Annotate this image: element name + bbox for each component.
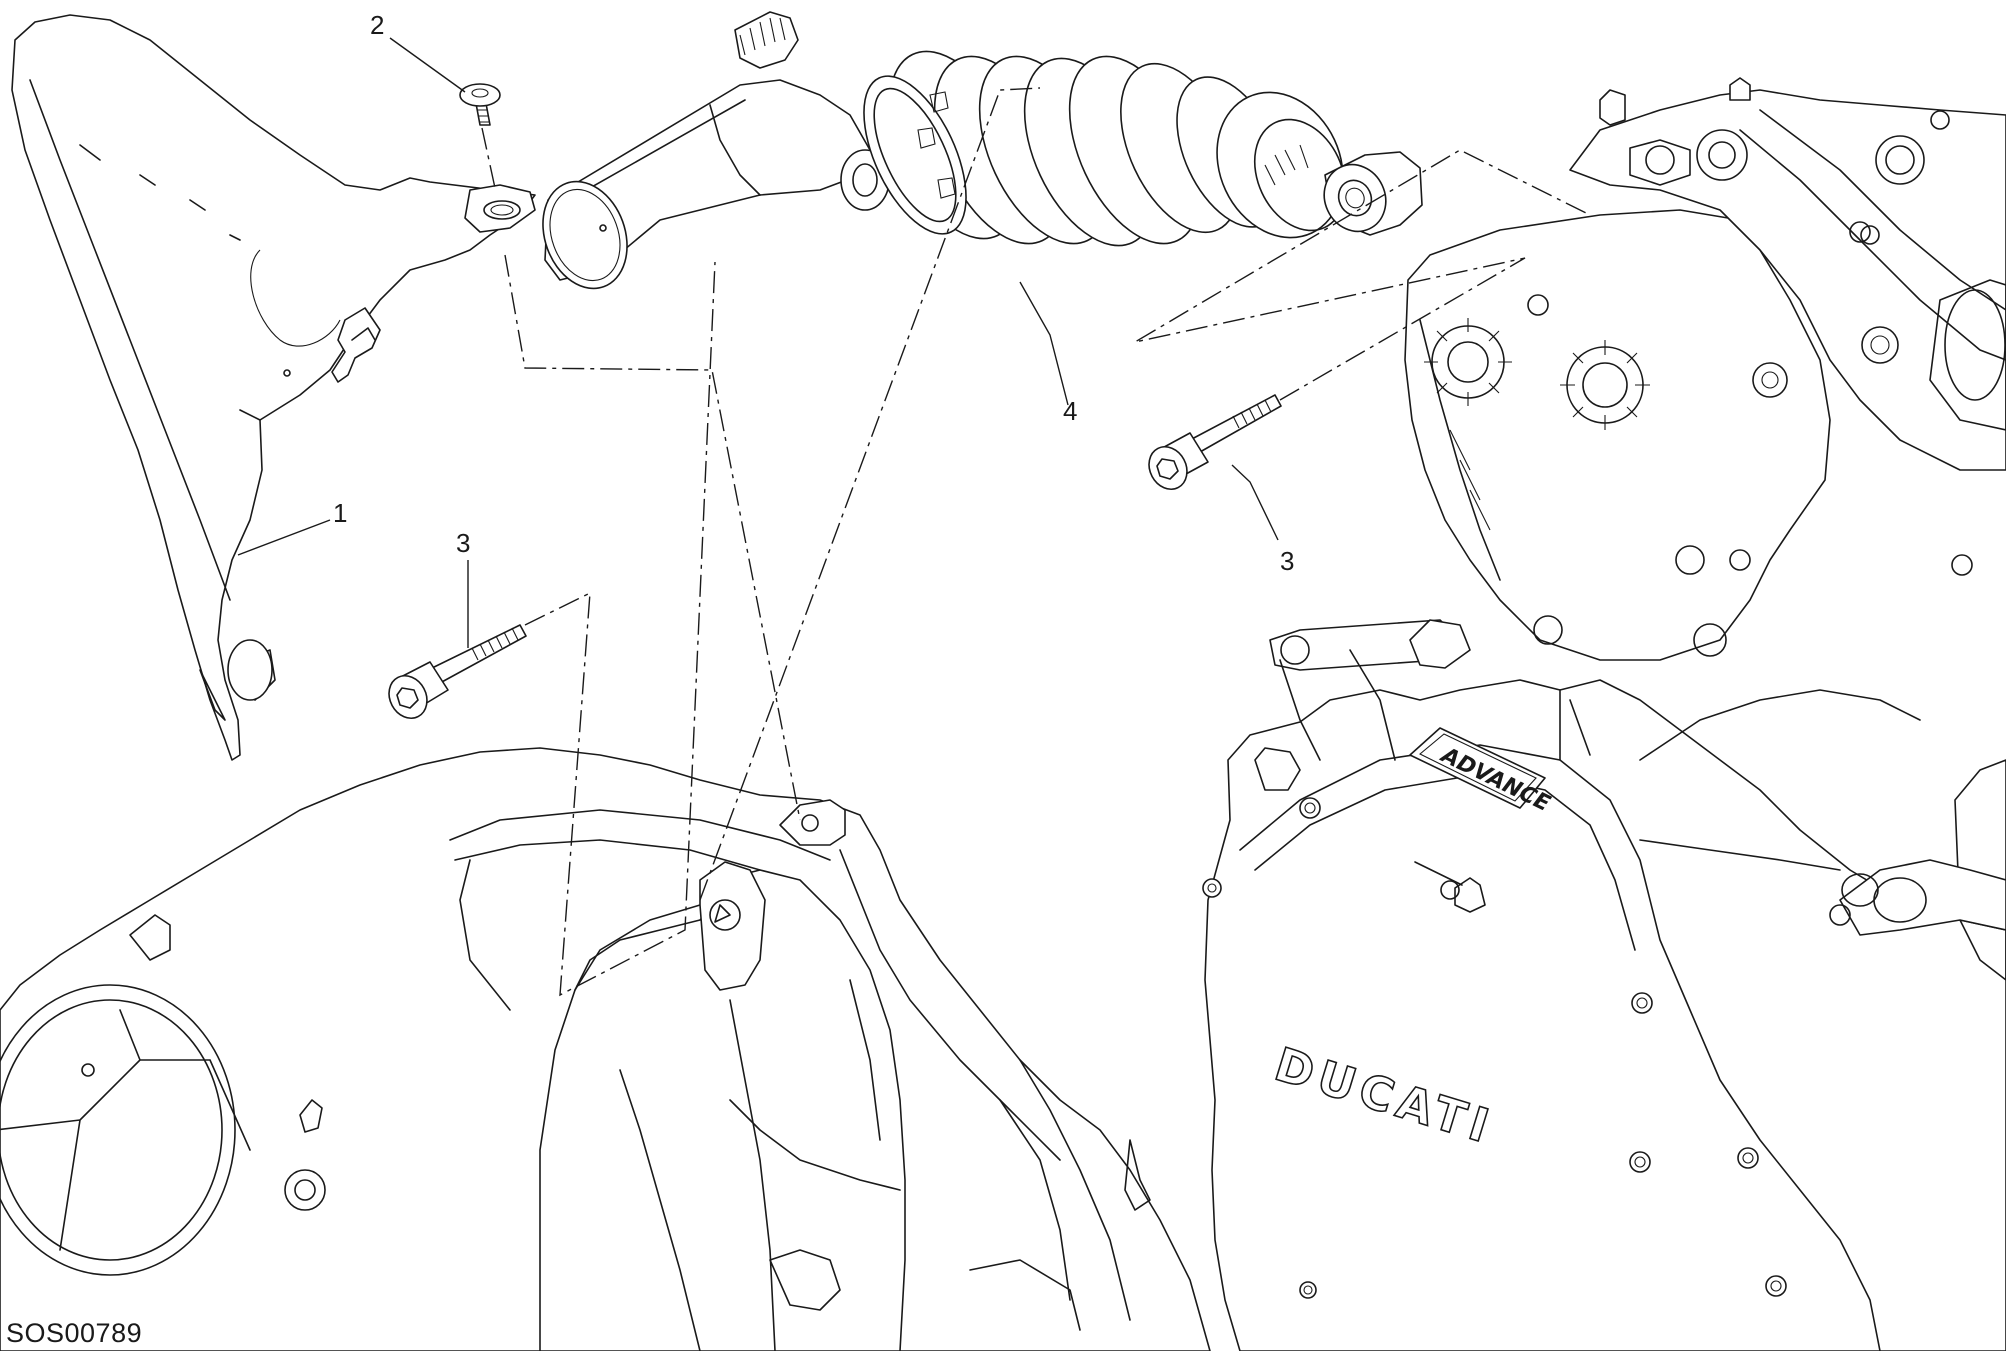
callout-leaders [237,37,1279,648]
engine-drawing: DUCATI ADVANCE [1202,77,2006,1351]
cover-bolts [1202,797,1787,1299]
hugger-fender [11,14,536,761]
assembly-lines [481,87,1591,997]
rear-shock-absorber [542,11,1423,290]
drawing-code: SOS00789 [6,1318,143,1348]
callout-3-right: 3 [1280,546,1294,576]
callout-2: 2 [370,10,384,40]
callout-3-left: 3 [456,528,470,558]
shock-spring [888,50,1284,247]
callout-numbers: 2 1 3 4 3 [333,10,1294,576]
timing-pulleys [1424,294,1727,657]
callout-4: 4 [1063,396,1077,426]
cap-screw-icon-right [1148,394,1282,490]
swingarm-drawing [0,747,1211,1351]
cap-screw-icon-left [388,624,527,719]
screw-icon [459,83,501,126]
callout-1: 1 [333,498,347,528]
